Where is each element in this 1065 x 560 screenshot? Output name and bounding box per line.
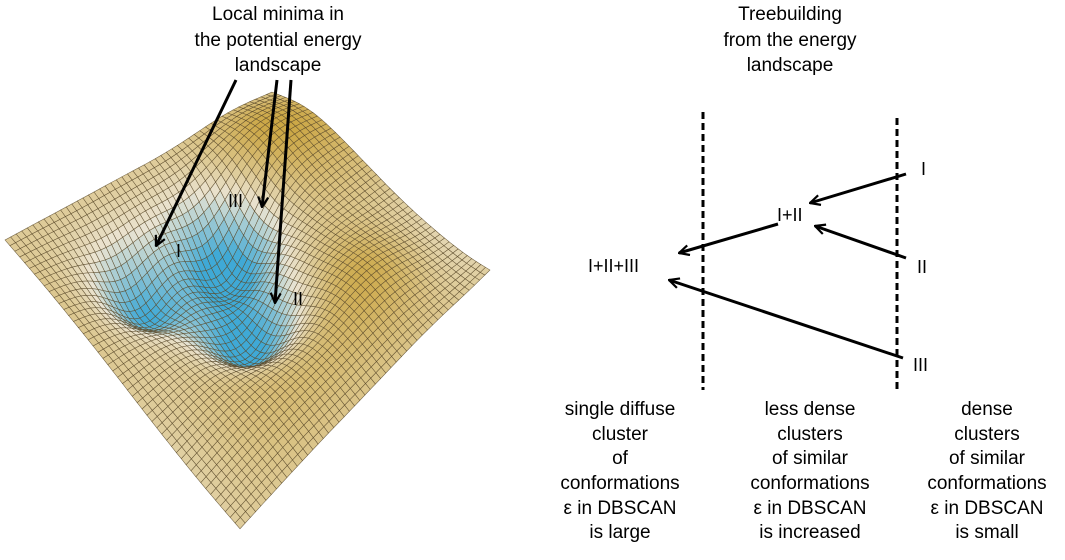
caption-line: less dense: [764, 399, 856, 420]
caption-line: clusters: [777, 423, 843, 445]
caption-line: clusters: [954, 423, 1020, 445]
caption-line: of: [612, 448, 628, 470]
left-title-line: the potential energy: [194, 29, 362, 51]
arrow-iii-to-i-ii-iii: [669, 280, 904, 360]
caption-line: dense: [961, 399, 1013, 420]
left-title-line: Local minima in: [212, 4, 344, 25]
right-title-line: landscape: [746, 55, 834, 77]
right-title-line: Treebuilding: [738, 4, 842, 25]
node-i-ii: I+II: [777, 205, 803, 225]
minima-arrows: [154, 79, 293, 303]
caption-large-epsilon: single diffuse cluster of conformations …: [540, 398, 700, 546]
caption-line: is large: [589, 522, 651, 544]
caption-line: is increased: [759, 522, 861, 544]
arrow-to-minimum-ii: [275, 79, 293, 303]
caption-line: of similar: [771, 448, 848, 470]
minimum-label-iii: III: [228, 191, 244, 211]
node-ii: II: [917, 257, 928, 277]
caption-line: of similar: [948, 448, 1025, 470]
right-title-line: from the energy: [723, 29, 857, 51]
caption-small-epsilon: dense clusters of similar conformations …: [912, 398, 1062, 546]
caption-line: cluster: [592, 423, 648, 445]
left-panel-title: Local minima in the potential energy lan…: [168, 2, 388, 79]
minimum-label-ii: II: [293, 289, 304, 309]
minimum-label-i: I: [176, 241, 182, 261]
caption-line: ε in DBSCAN: [753, 497, 867, 519]
arrow-ii-to-i-ii: [815, 226, 907, 260]
node-iii: III: [913, 355, 929, 375]
caption-line: conformations: [560, 473, 680, 495]
node-i: I: [921, 159, 927, 179]
caption-line: ε in DBSCAN: [930, 497, 1044, 519]
left-title-line: landscape: [234, 55, 322, 77]
right-panel-title: Treebuilding from the energy landscape: [690, 2, 890, 79]
caption-line: is small: [955, 522, 1019, 544]
mesh-cell: [234, 516, 246, 530]
arrow-to-minimum-iii: [262, 79, 279, 207]
energy-landscape-surface: [4, 91, 491, 530]
arrow-i-to-i-ii: [810, 172, 907, 203]
caption-line: ε in DBSCAN: [563, 497, 677, 519]
caption-line: single diffuse: [564, 399, 676, 420]
arrow-i-ii-to-i-ii-iii: [679, 222, 779, 253]
node-i-ii-iii: I+II+III: [588, 256, 640, 276]
caption-line: conformations: [927, 473, 1047, 495]
caption-line: conformations: [750, 473, 870, 495]
arrow-to-minimum-i: [154, 79, 238, 246]
tree-arrows: [669, 172, 907, 360]
caption-increased-epsilon: less dense clusters of similar conformat…: [730, 398, 890, 546]
